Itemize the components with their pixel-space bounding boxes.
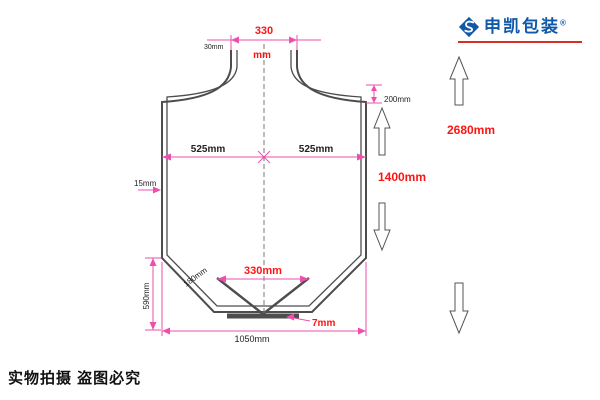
dim-overall-height-label: 2680mm xyxy=(447,123,495,137)
dim-bottom-seam: 7mm xyxy=(286,313,335,329)
dim-overall-bottom-width-label: 1050mm xyxy=(234,334,269,344)
dim-shoulder-height-label: 200mm xyxy=(384,95,411,104)
registered-mark: ® xyxy=(560,18,566,28)
dim-bottom-inner-width: 330mm xyxy=(217,265,309,283)
s-swoosh-icon xyxy=(458,16,480,38)
anti-theft-notice: 实物拍摄 盗图必究 xyxy=(8,370,142,387)
dim-body-height: 1400mm xyxy=(373,106,426,252)
bag-inner-wall xyxy=(166,50,362,307)
bottom-v-fold xyxy=(216,277,310,316)
dim-lower-height-label: 590mm xyxy=(142,282,151,309)
dim-half-widths: 525mm 525mm xyxy=(162,144,366,164)
bag-outline xyxy=(161,44,367,319)
bag-outer-wall xyxy=(161,50,367,313)
dim-top-width-unit: mm xyxy=(253,50,271,61)
down-arrow-icon xyxy=(449,282,469,335)
dim-top-width: 330 mm 30mm xyxy=(204,25,321,61)
dim-bottom-seam-label: 7mm xyxy=(312,318,335,329)
dim-overall-height: 2680mm xyxy=(447,55,495,335)
dim-lower-height: 590mm xyxy=(142,257,161,331)
dim-wall-thickness: 15mm xyxy=(134,179,161,194)
brand-underline xyxy=(458,41,582,43)
dim-overall-bottom-width: 1050mm xyxy=(161,262,367,344)
dim-wall-thickness-label: 15mm xyxy=(134,179,157,188)
dim-bottom-slope: 180mm xyxy=(182,265,209,288)
dim-half-width-left: 525mm xyxy=(191,144,226,155)
brand-name: 申凯包装 xyxy=(484,17,560,36)
down-arrow-icon xyxy=(373,202,391,252)
dim-top-width-value: 330 xyxy=(255,25,273,37)
dim-neck-offset: 30mm xyxy=(204,44,224,51)
dim-bottom-slope-label: 180mm xyxy=(182,265,209,288)
dim-half-width-right: 525mm xyxy=(299,144,334,155)
up-arrow-icon xyxy=(373,106,391,156)
dim-shoulder-height: 200mm xyxy=(366,84,411,104)
brand-logo: 申凯包装® xyxy=(458,16,586,43)
dim-bottom-inner-width-label: 330mm xyxy=(244,265,282,277)
dim-body-height-label: 1400mm xyxy=(378,170,426,184)
up-arrow-icon xyxy=(449,55,469,106)
